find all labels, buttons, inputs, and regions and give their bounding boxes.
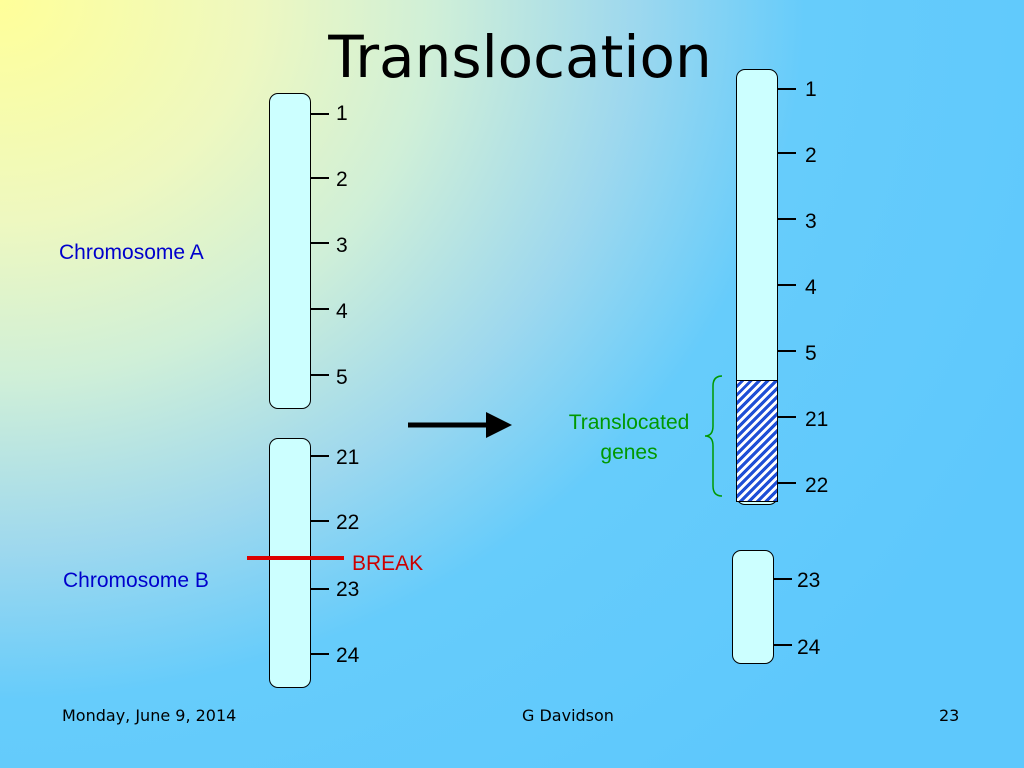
slide-title: Translocation (328, 23, 712, 91)
band-tick (778, 350, 796, 352)
band-label-b22: 22 (336, 511, 360, 534)
band-tick (311, 520, 329, 522)
translocated-segment (736, 380, 778, 502)
chromosome-a-label: Chromosome A (59, 241, 204, 264)
band-tick (311, 374, 329, 376)
chromosome-a (269, 93, 311, 409)
footer-page-number: 23 (939, 706, 960, 725)
band-tick (778, 284, 796, 286)
band-label-r1: 1 (805, 78, 817, 101)
band-label-r3: 3 (805, 210, 817, 233)
chromosome-b-label: Chromosome B (63, 569, 209, 592)
band-label-a4: 4 (336, 300, 348, 323)
break-label: BREAK (352, 552, 424, 575)
band-label-r22: 22 (805, 474, 829, 497)
band-tick (311, 588, 329, 590)
band-label-r2: 2 (805, 144, 817, 167)
footer-author: G Davidson (522, 706, 614, 725)
band-label-a5: 5 (336, 366, 348, 389)
band-tick (311, 177, 329, 179)
band-label-s23: 23 (797, 569, 821, 592)
footer-date: Monday, June 9, 2014 (62, 706, 237, 725)
band-tick (311, 242, 329, 244)
chromosome-b (269, 438, 311, 688)
band-tick (778, 218, 796, 220)
band-tick (311, 653, 329, 655)
band-tick (778, 88, 796, 90)
band-tick (778, 482, 796, 484)
band-label-b21: 21 (336, 446, 360, 469)
band-tick (778, 416, 796, 418)
band-label-r5: 5 (805, 342, 817, 365)
band-tick (311, 308, 329, 310)
band-label-b24: 24 (336, 644, 360, 667)
band-label-a2: 2 (336, 168, 348, 191)
translocated-genes-label: Translocated genes (549, 408, 709, 468)
band-label-a3: 3 (336, 234, 348, 257)
band-tick (774, 644, 792, 646)
band-tick (778, 152, 796, 154)
band-label-a1: 1 (336, 102, 348, 125)
result-chromosome-short (732, 550, 774, 664)
break-line (247, 556, 344, 560)
band-tick (311, 113, 329, 115)
band-tick (311, 455, 329, 457)
band-tick (774, 578, 792, 580)
band-label-r4: 4 (805, 276, 817, 299)
band-label-b23: 23 (336, 578, 360, 601)
band-label-s24: 24 (797, 636, 821, 659)
band-label-r21: 21 (805, 408, 829, 431)
translocated-line2: genes (600, 441, 658, 464)
translocated-line1: Translocated (568, 411, 690, 434)
